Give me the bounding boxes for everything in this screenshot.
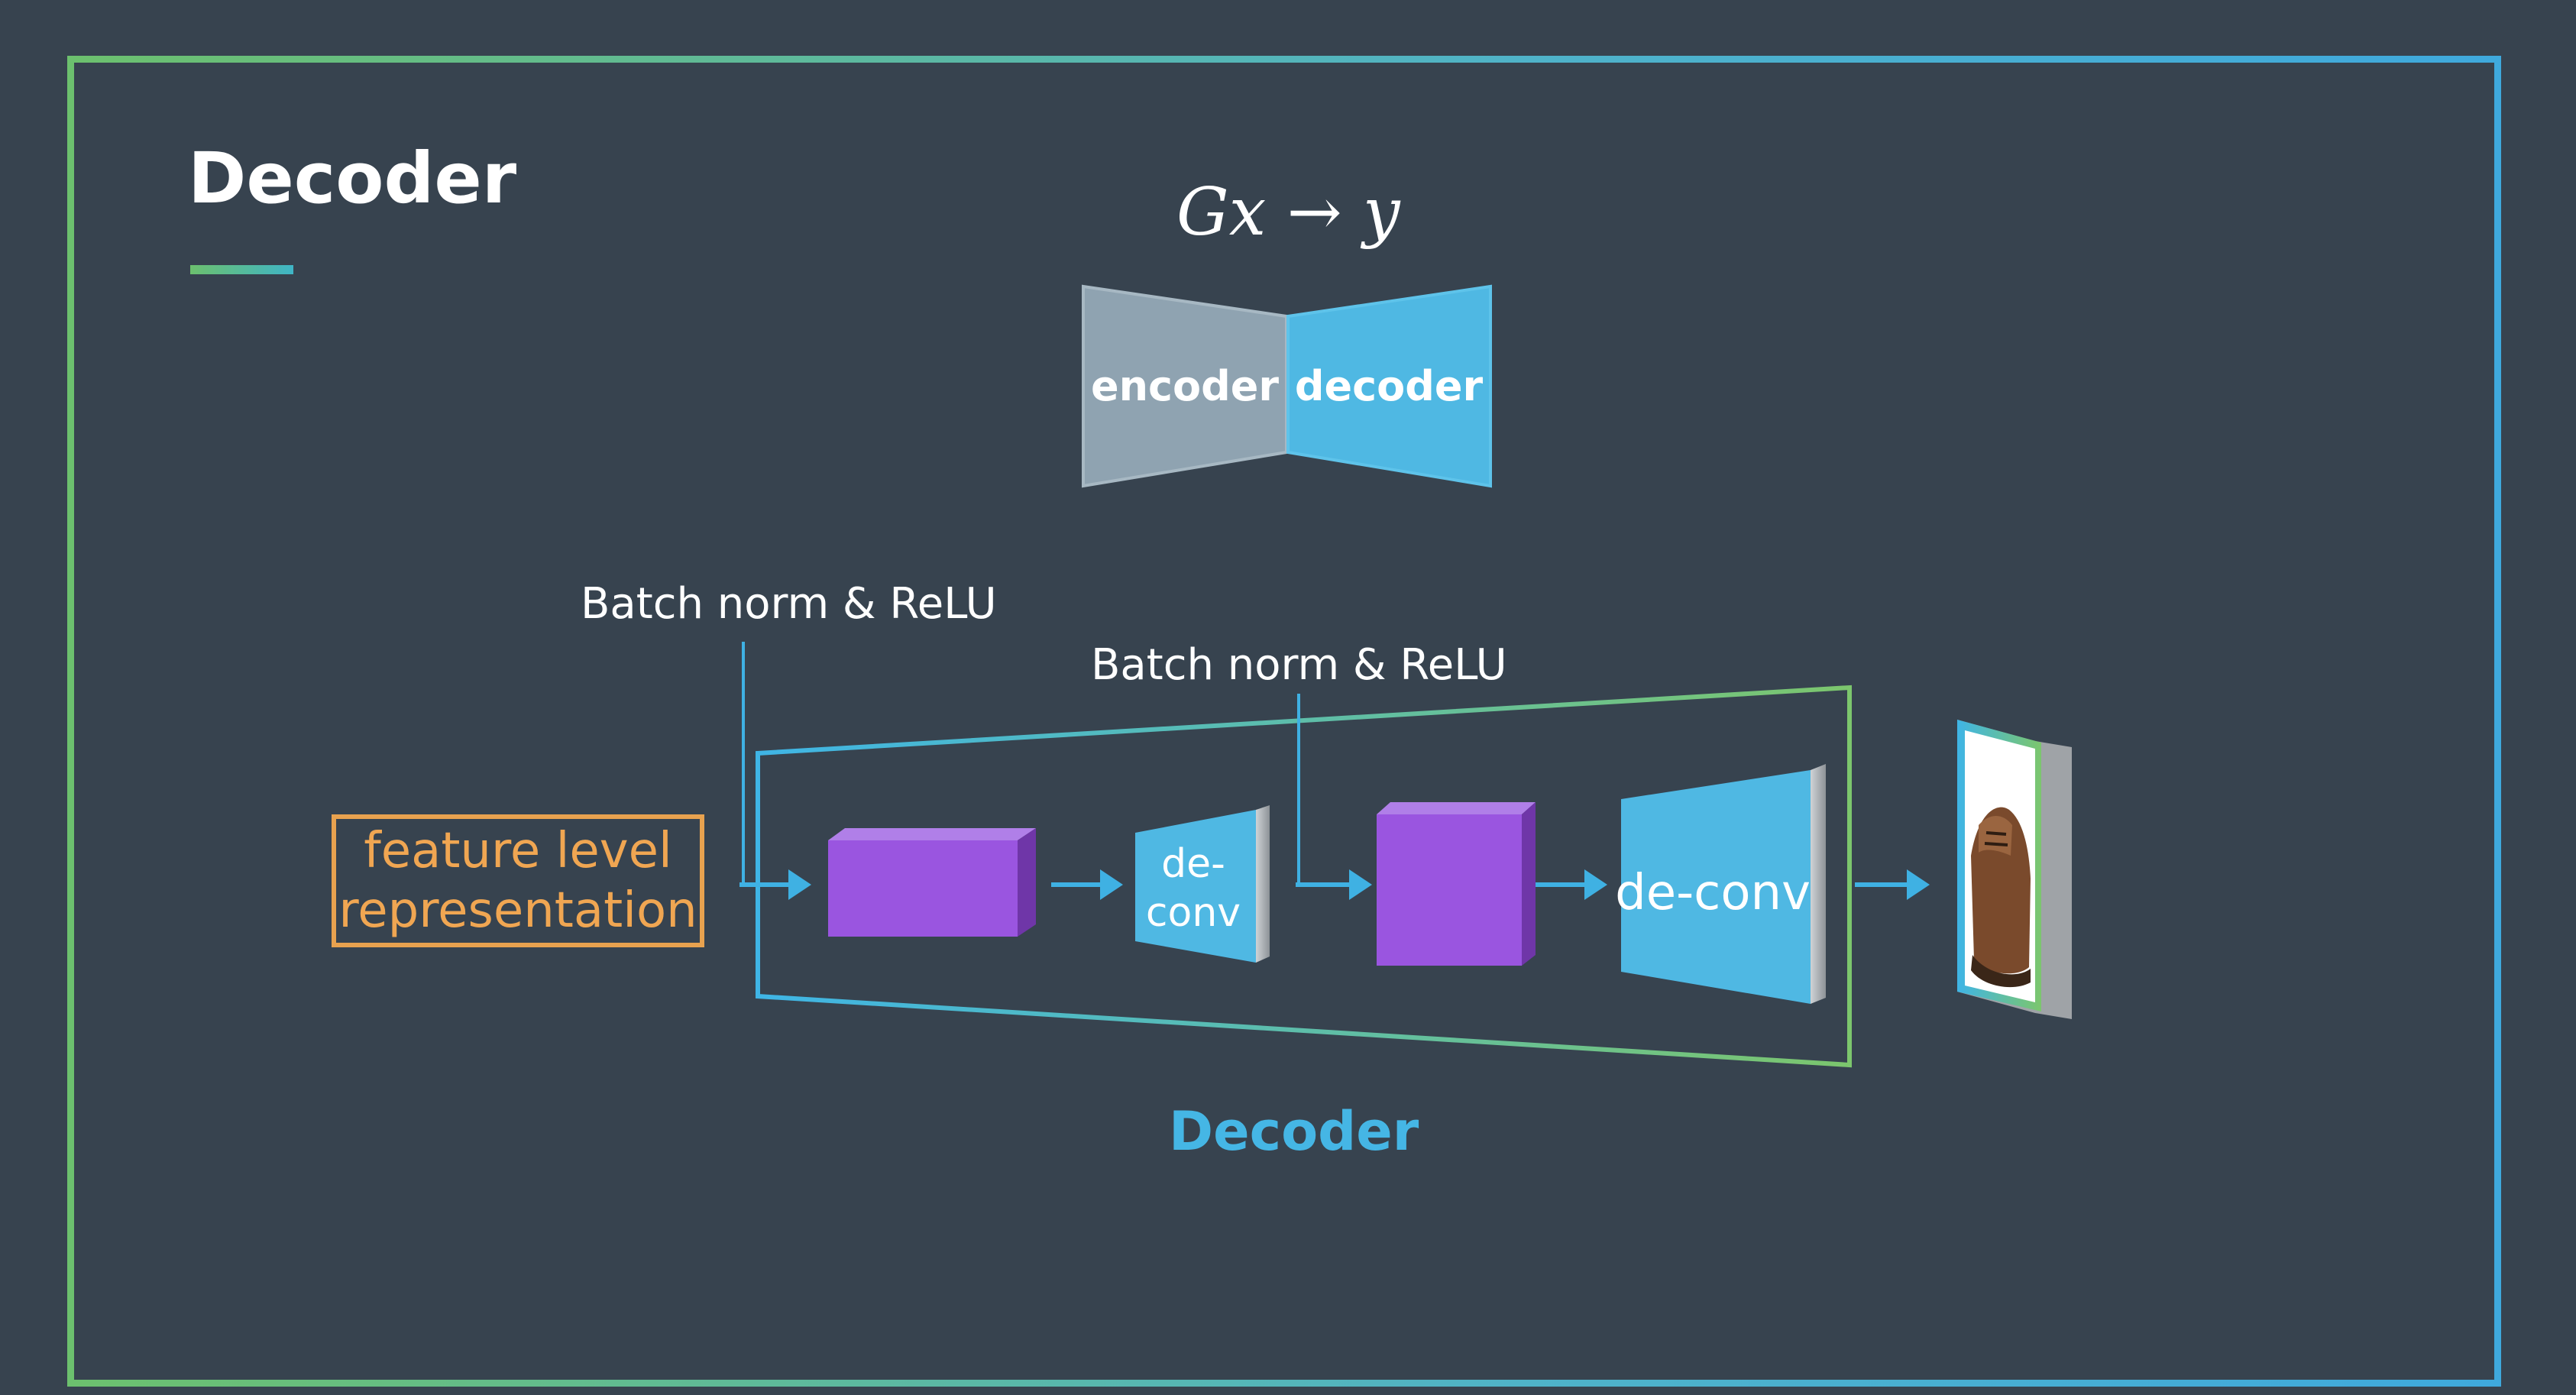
deconv-block-large: de-conv bbox=[1615, 764, 1826, 1004]
decoder-label: decoder bbox=[1295, 362, 1484, 410]
batchnorm-relu-block-2 bbox=[1377, 802, 1536, 966]
encoder-label: encoder bbox=[1091, 362, 1279, 410]
page-title: Decoder bbox=[188, 138, 517, 219]
feature-label-line-2: representation bbox=[338, 882, 697, 939]
deconv-large-label: de-conv bbox=[1615, 865, 1811, 921]
shoe-image bbox=[1957, 720, 2072, 1019]
feature-label-line-1: feature level bbox=[364, 823, 672, 879]
batchnorm-relu-block-1 bbox=[828, 828, 1036, 937]
formula: Gx → y bbox=[1176, 174, 1400, 251]
batchnorm-relu-annotation-2: Batch norm & ReLU bbox=[1091, 640, 1507, 690]
feature-representation-box: feature level representation bbox=[332, 814, 704, 947]
deconv-small-label-1: de- bbox=[1161, 841, 1225, 887]
decoder-caption: Decoder bbox=[1169, 1100, 1419, 1163]
deconv-block-small: de- conv bbox=[1135, 805, 1270, 963]
arrow-right-icon bbox=[1855, 869, 1930, 900]
title-underline bbox=[190, 265, 293, 274]
formula-arrow: → bbox=[1286, 174, 1342, 251]
arrow-right-icon bbox=[1051, 869, 1123, 900]
batchnorm-relu-annotation-1: Batch norm & ReLU bbox=[581, 579, 997, 629]
decoder-outline bbox=[756, 685, 1852, 1068]
arrow-right-icon bbox=[1536, 869, 1607, 900]
formula-y: y bbox=[1362, 174, 1400, 251]
deconv-small-label-2: conv bbox=[1146, 890, 1241, 936]
decoder-shape bbox=[1286, 284, 1492, 488]
formula-g: G bbox=[1176, 174, 1229, 251]
arrow-right-icon bbox=[739, 869, 811, 900]
encoder-decoder-bowtie: encoder decoder bbox=[1082, 284, 1492, 488]
formula-subscript: x bbox=[1228, 174, 1267, 251]
arrow-right-icon bbox=[1296, 869, 1372, 900]
